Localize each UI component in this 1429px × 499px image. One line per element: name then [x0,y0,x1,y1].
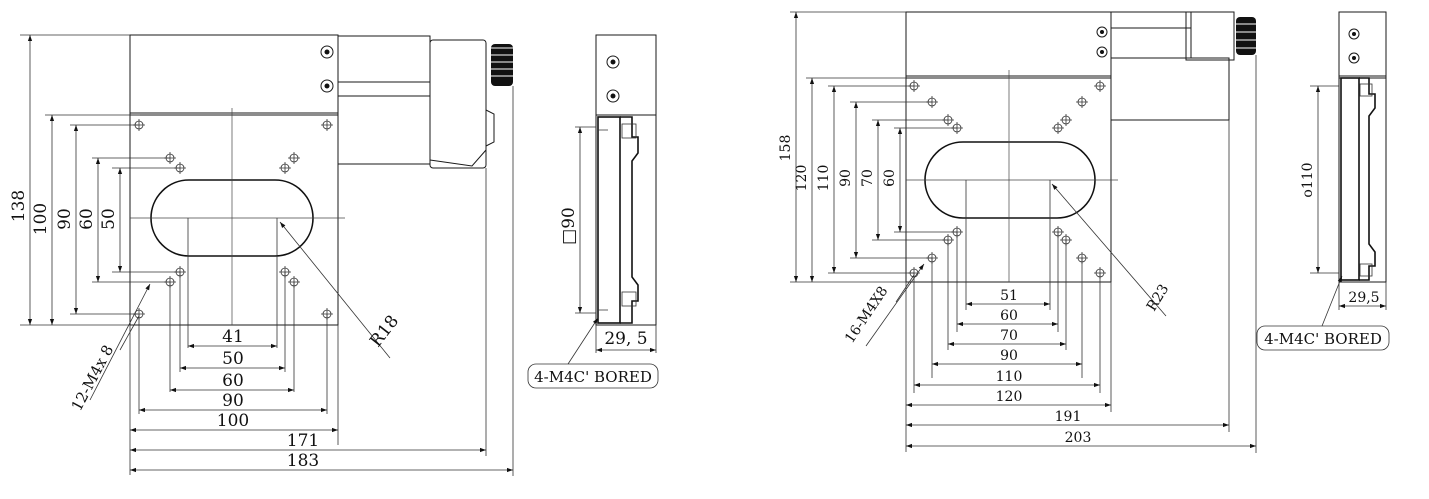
side-b-thickness: 29,5 [1348,290,1379,306]
dim-b-70w: 70 [1000,328,1018,344]
dim-a-60h: 60 [77,208,97,230]
dim-b-90h: 90 [838,169,854,187]
view-a-front [20,34,514,476]
view-a-width-dims: 41 50 60 90 100 171 183 [130,327,513,473]
dim-b-120h: 120 [794,165,810,192]
dim-a-60w: 60 [222,371,244,391]
dim-b-158: 158 [778,135,794,162]
view-b-width-dims: 51 60 70 90 110 120 191 203 [906,288,1256,449]
dim-a-171: 171 [287,431,319,451]
view-b-height-dims: 158 120 110 90 70 60 [778,12,903,282]
dim-a-138: 138 [9,190,29,222]
dim-a-41: 41 [222,327,244,347]
side-b: ο110 29,5 4-M4C' BORED [1256,11,1390,351]
side-b-size: ο110 [1300,162,1316,197]
mount-holes-a [133,119,333,320]
dim-a-90w: 90 [222,391,244,411]
dim-b-191: 191 [1055,409,1082,425]
dim-b-110h: 110 [816,165,832,192]
holes-a-label: 12-M4x 8 [68,342,118,414]
dim-b-60h: 60 [882,169,898,187]
holes-b-label: 16-M4X8 [842,284,891,347]
dim-b-90w: 90 [1000,348,1018,364]
dim-b-120w: 120 [996,389,1023,405]
side-a-note: 4-M4C' BORED [534,368,652,386]
dim-a-183: 183 [287,451,319,471]
radius-a-label: R18 [366,312,403,351]
side-a-size: □90 [559,207,579,245]
dim-b-60w: 60 [1000,308,1018,324]
dim-a-50h: 50 [99,208,119,230]
dim-a-90h: 90 [55,208,75,230]
mount-holes-b [908,80,1106,279]
view-b-front [790,11,1257,453]
side-a: □90 29, 5 4-M4C' BORED [527,34,659,389]
dim-a-100h: 100 [31,203,51,235]
dim-b-110w: 110 [996,369,1023,385]
view-a-height-dims: 138 100 90 60 50 [9,35,123,325]
dim-b-51: 51 [1000,288,1018,304]
dim-b-70h: 70 [860,169,876,187]
radius-b-label: R23 [1144,282,1173,315]
side-b-note: 4-M4C' BORED [1264,330,1382,348]
dim-a-50w: 50 [222,349,244,369]
dim-b-203: 203 [1065,430,1092,446]
side-a-thickness: 29, 5 [604,329,647,349]
dim-a-100w: 100 [217,411,249,431]
